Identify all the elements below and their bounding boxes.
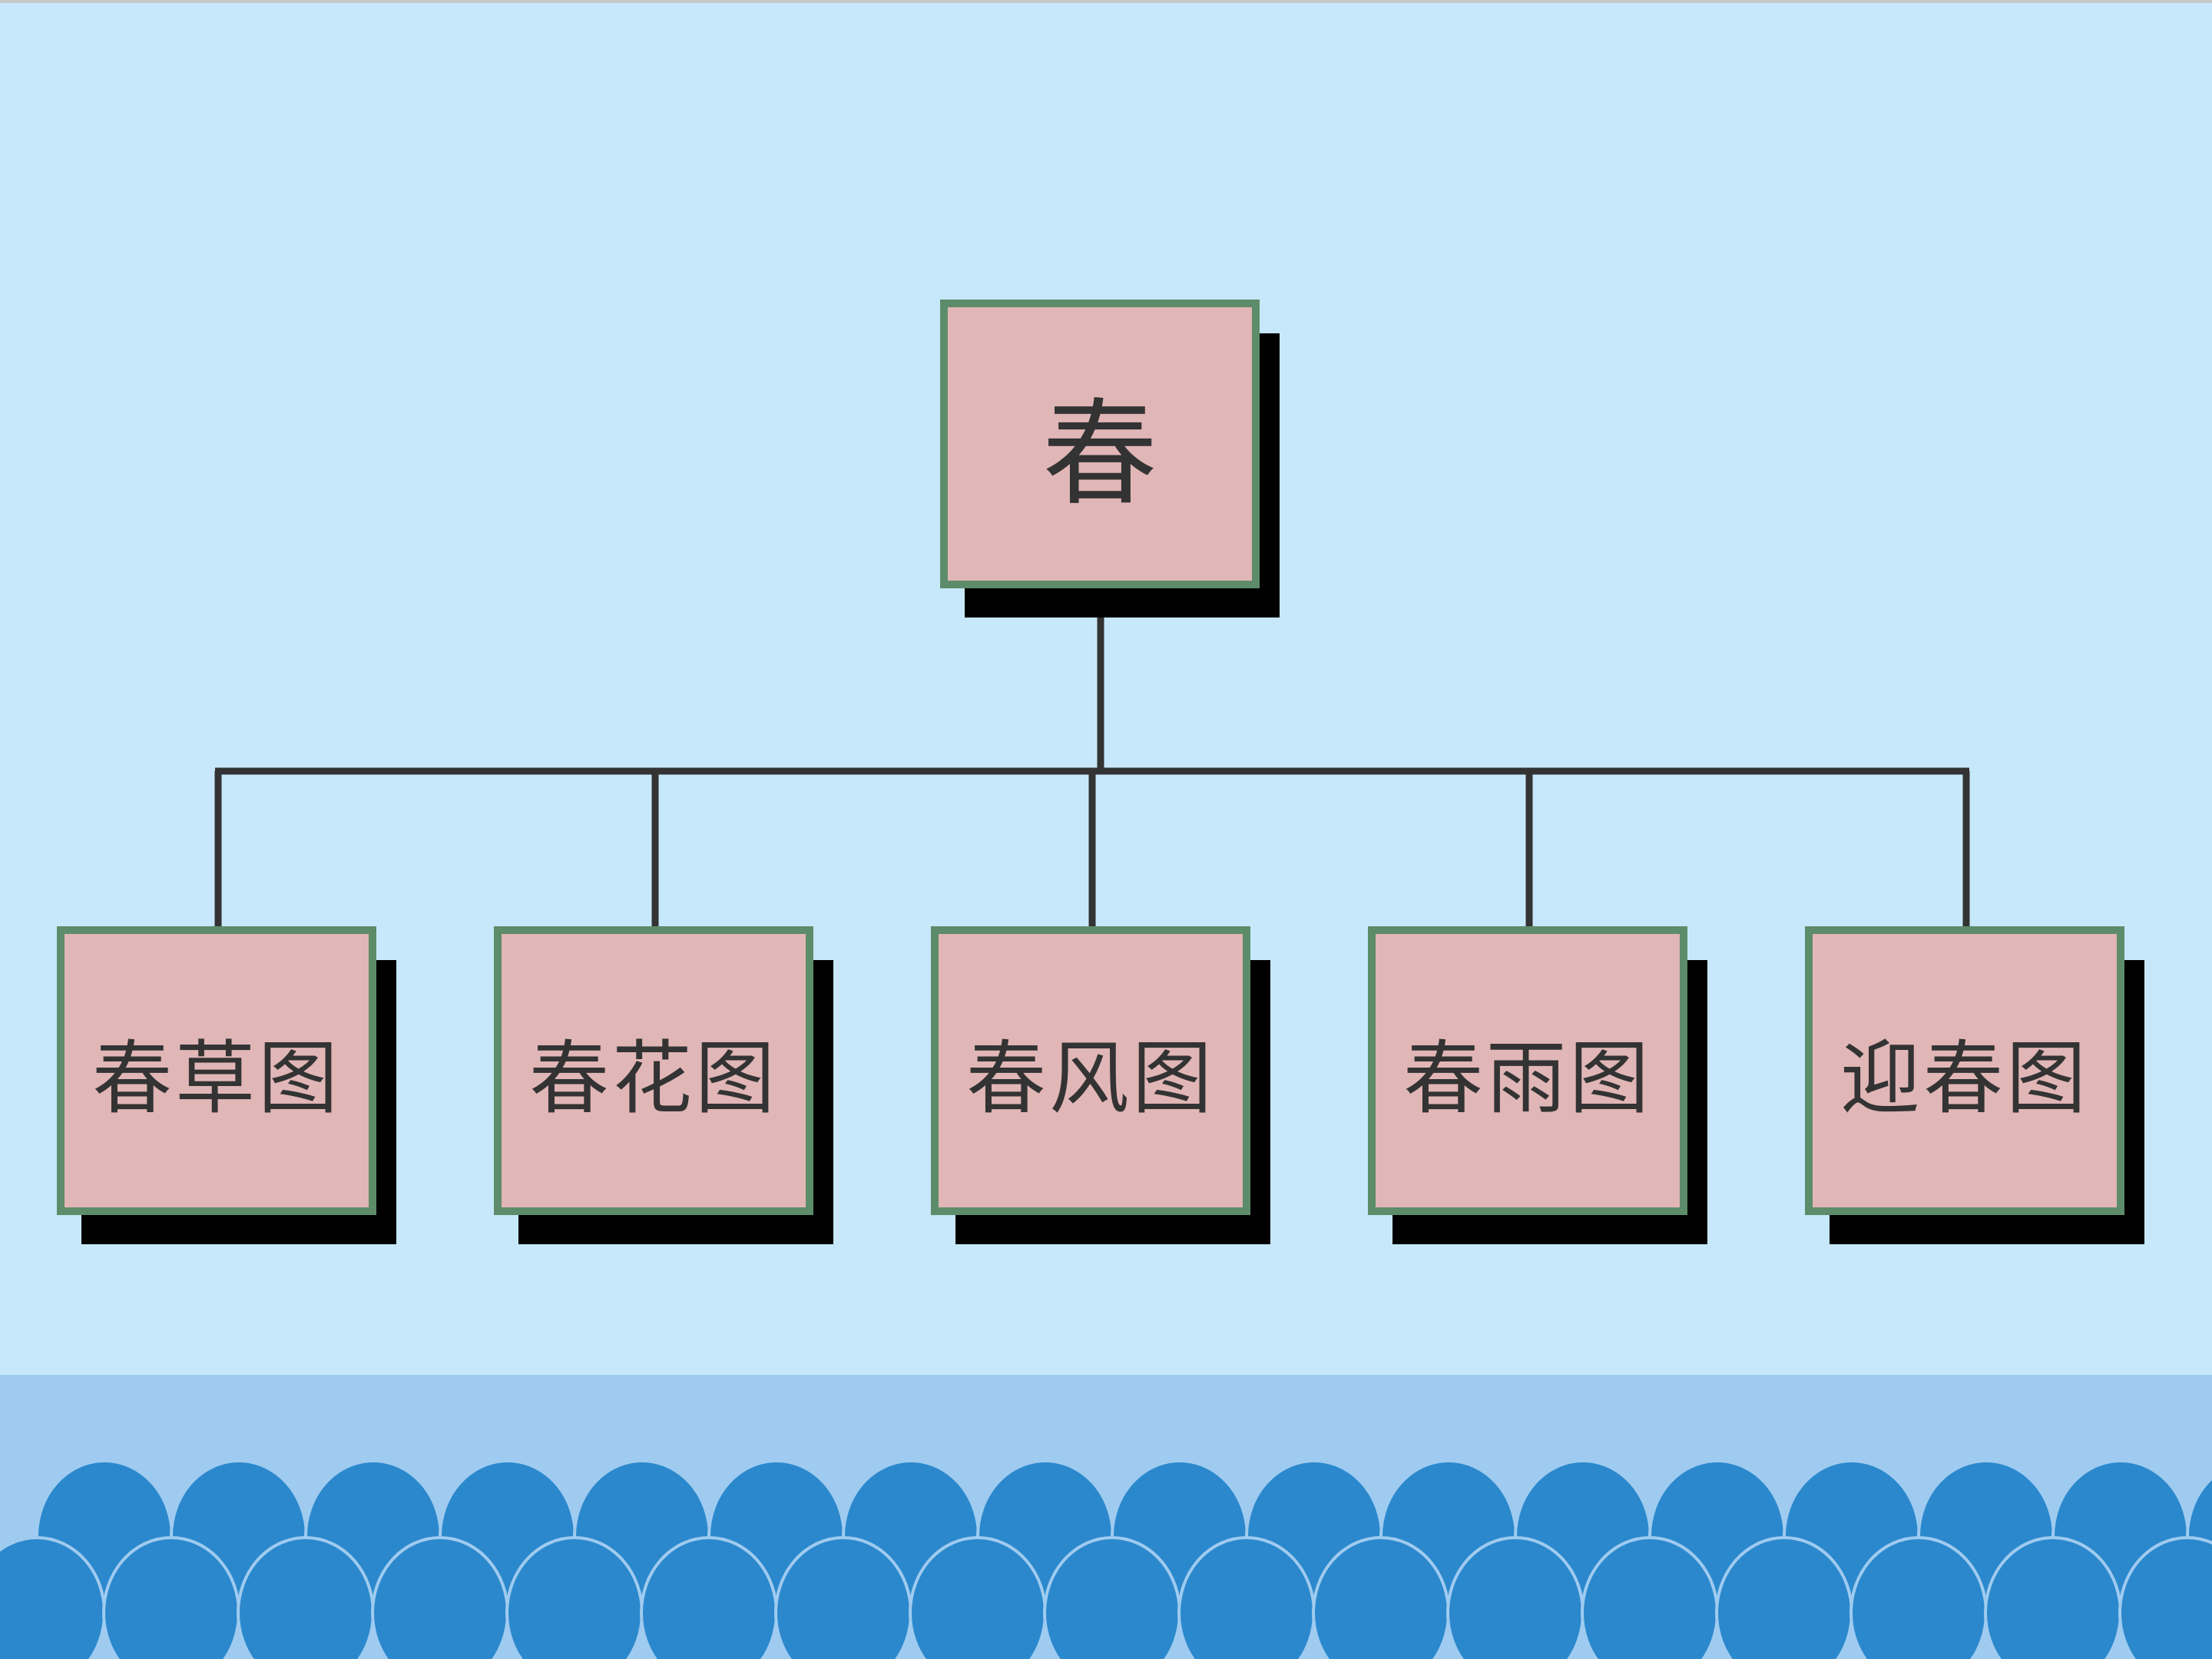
child-node-5: 迎春图 (1805, 926, 2144, 1244)
child-node-3-label: 春风图 (965, 1031, 1215, 1125)
child-node-2: 春花图 (494, 926, 833, 1244)
root-node-box: 春 (940, 300, 1260, 588)
child-node-4: 春雨图 (1368, 926, 1707, 1244)
child-node-3-box: 春风图 (931, 926, 1250, 1215)
tree-connectors (214, 588, 1970, 929)
wave-scale-pattern (0, 1459, 2212, 1659)
child-node-3: 春风图 (931, 926, 1270, 1244)
child-node-5-box: 迎春图 (1805, 926, 2124, 1215)
child-node-4-box: 春雨图 (1368, 926, 1687, 1215)
child-node-5-label: 迎春图 (1839, 1031, 2089, 1125)
child-node-4-label: 春雨图 (1402, 1031, 1652, 1125)
child-node-1: 春草图 (57, 926, 396, 1244)
root-node-label: 春 (1041, 387, 1157, 522)
child-node-1-label: 春草图 (91, 1031, 341, 1125)
child-node-1-box: 春草图 (57, 926, 376, 1215)
child-node-2-box: 春花图 (494, 926, 813, 1215)
wave-scale-front (2118, 1536, 2212, 1659)
root-node: 春 (940, 300, 1280, 618)
decorative-ground-band (0, 1375, 2212, 1659)
child-node-2-label: 春花图 (528, 1031, 778, 1125)
